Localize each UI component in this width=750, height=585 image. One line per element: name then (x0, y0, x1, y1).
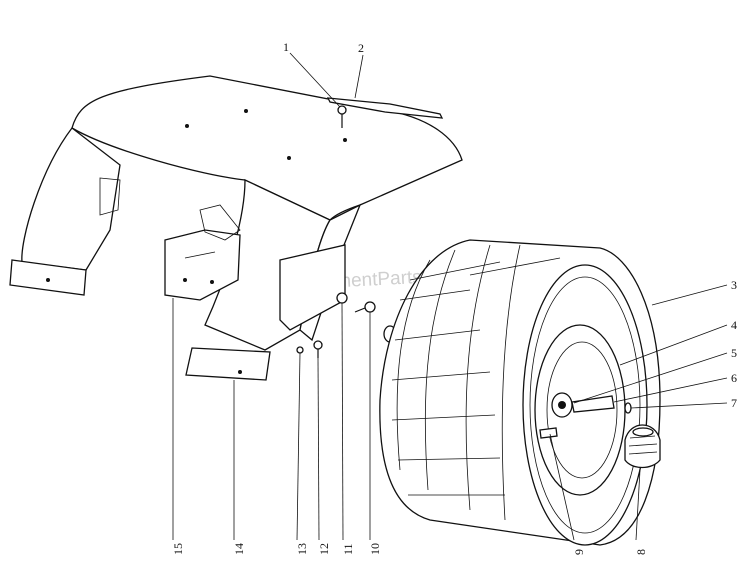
callout-15: 15 (171, 543, 185, 555)
callout-2: 2 (358, 41, 364, 55)
callout-4: 4 (731, 318, 737, 332)
bolt-10 (354, 301, 376, 313)
leader-lines (172, 52, 728, 541)
callout-9: 9 (572, 549, 586, 555)
decal-strip (326, 97, 444, 119)
axle-pin (571, 395, 615, 413)
bracket (164, 204, 241, 301)
callout-8: 8 (634, 549, 648, 555)
valve-stem (539, 427, 558, 439)
screw (313, 340, 323, 358)
callout-6: 6 (731, 371, 737, 385)
callout-1: 1 (283, 40, 289, 54)
callout-5: 5 (731, 346, 737, 360)
washer-7 (624, 402, 632, 414)
callout-labels: 1 2 3 4 5 6 7 8 9 10 11 12 13 14 15 (171, 40, 737, 555)
mounting-plate (279, 244, 346, 331)
fender (9, 75, 463, 381)
washer (296, 346, 304, 354)
callout-14: 14 (232, 543, 246, 555)
callout-3: 3 (731, 278, 737, 292)
callout-12: 12 (317, 543, 331, 555)
bolt (337, 105, 347, 128)
nut (336, 292, 348, 304)
callout-13: 13 (295, 543, 309, 555)
callout-10: 10 (368, 543, 382, 555)
callout-11: 11 (341, 543, 355, 555)
callout-7: 7 (731, 396, 737, 410)
dust-cap (624, 424, 661, 469)
